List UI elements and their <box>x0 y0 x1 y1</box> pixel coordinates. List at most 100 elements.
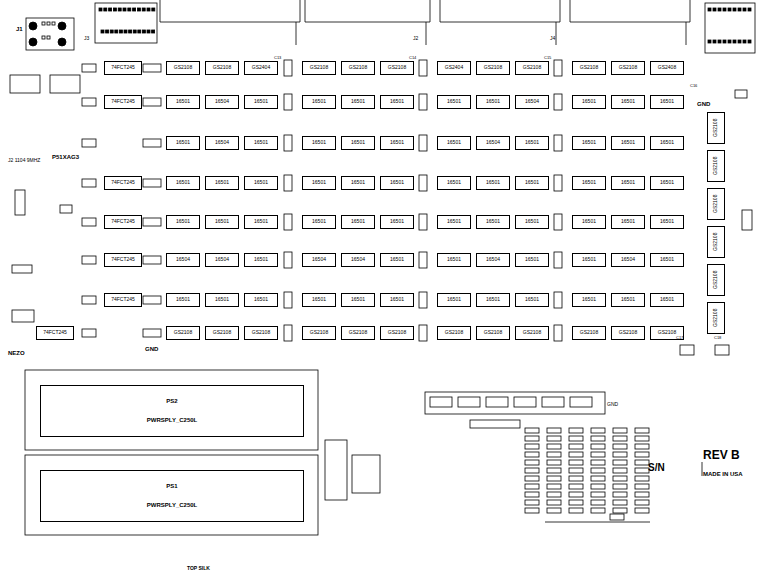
resistor-array-part <box>569 484 583 489</box>
ic-chip: 16501 <box>244 293 278 307</box>
db-connector-part <box>42 22 45 25</box>
part-label: 74FCT245 <box>111 180 135 186</box>
resistor-array-part <box>525 444 539 449</box>
capacitor-outline-part <box>554 325 562 341</box>
part-label: 16501 <box>215 180 229 186</box>
part-label: 16501 <box>621 297 635 303</box>
ic-chip: 16501 <box>166 293 200 307</box>
silk-label: REV B <box>703 449 740 462</box>
silk-label: C16 <box>690 84 697 88</box>
ic-chip: 16501 <box>166 95 200 109</box>
ic-chip: GS2108 <box>611 326 645 340</box>
part-label: GS2108 <box>713 119 719 137</box>
capacitor-outline-part <box>680 345 694 355</box>
silk-label: J2 <box>413 36 418 42</box>
capacitor-outline-part <box>82 98 96 106</box>
header-outline-part <box>296 22 297 45</box>
part-label: 16501 <box>621 140 635 146</box>
ic-chip: GS2408 <box>650 61 684 75</box>
part-label: 16501 <box>525 140 539 146</box>
resistor-array-part <box>525 484 539 489</box>
ic-chip: 16501 <box>650 176 684 190</box>
ic-chip: GS2108 <box>341 326 375 340</box>
silk-label: MADE IN USA <box>703 471 743 478</box>
db-connector-part <box>58 38 66 46</box>
capacitor-outline-part <box>82 139 96 147</box>
part-label: 16501 <box>582 257 596 263</box>
silk-label: C17 <box>676 336 683 340</box>
silk-label: J3 <box>84 36 89 42</box>
header-outline-part <box>748 40 751 43</box>
capacitor-outline-part <box>82 64 96 72</box>
capacitor-outline-part <box>284 175 292 191</box>
ic-chip: GS2108 <box>302 61 336 75</box>
header-outline-part <box>133 30 136 33</box>
capacitor-outline-part <box>284 252 292 268</box>
capacitor-outline-part <box>82 329 96 337</box>
resistor-array-part <box>591 436 605 441</box>
part-label: 16501 <box>660 180 674 186</box>
ic-chip: GS2108 <box>515 61 549 75</box>
silk-label: J1 <box>16 26 23 33</box>
header-outline-part <box>686 22 687 45</box>
ic-chip: GS2108 <box>707 150 725 182</box>
part-label: GS2108 <box>523 65 541 71</box>
ic-chip: GS2108 <box>707 302 725 334</box>
ic-chip: 16501 <box>341 95 375 109</box>
ic-chip: 16501 <box>380 176 414 190</box>
ic-chip: GS2108 <box>476 61 510 75</box>
part-label: 74FCT245 <box>111 99 135 105</box>
ic-chip: GS2108 <box>341 61 375 75</box>
ic-chip: GS2108 <box>302 326 336 340</box>
header-outline-part <box>115 30 118 33</box>
resistor-array-part <box>569 492 583 497</box>
resistor-array-part <box>591 460 605 465</box>
resistor-array-part <box>610 514 624 520</box>
part-label: 16501 <box>351 297 365 303</box>
resistor-array-part <box>635 460 649 465</box>
resistor-array-part <box>613 468 627 473</box>
header-outline-part <box>142 8 145 11</box>
resistor-array-part <box>547 452 561 457</box>
ic-chip: 16501 <box>650 215 684 229</box>
capacitor-outline-part <box>15 190 25 215</box>
header-outline <box>95 0 755 53</box>
capacitor-outline-part <box>419 135 427 151</box>
ic-chip: 16504 <box>205 95 239 109</box>
part-label: 16504 <box>176 257 190 263</box>
ic-chip: 16501 <box>611 215 645 229</box>
ic-chip: 16501 <box>302 95 336 109</box>
resistor-array-part <box>525 492 539 497</box>
part-label: 16501 <box>254 219 268 225</box>
part-label: GS2108 <box>619 330 637 336</box>
header-outline-part <box>305 0 430 22</box>
part-label: 16504 <box>621 257 635 263</box>
ic-chip: 16501 <box>572 293 606 307</box>
resistor-array-part <box>635 500 649 505</box>
resistor-array-part <box>569 468 583 473</box>
ic-chip: 16501 <box>437 95 471 109</box>
part-label: 16504 <box>215 257 229 263</box>
ic-chip: 16501 <box>515 176 549 190</box>
part-label: 16501 <box>390 99 404 105</box>
ic-chip: 16501 <box>341 136 375 150</box>
resistor-array-part <box>635 452 649 457</box>
header-outline-part <box>124 30 127 33</box>
resistor-array-part <box>613 484 627 489</box>
resistor-array-part <box>525 508 539 513</box>
ic-chip: 16501 <box>572 95 606 109</box>
ic-chip: 74FCT245 <box>104 95 142 109</box>
part-label: GS2108 <box>310 330 328 336</box>
header-outline-part <box>733 40 736 43</box>
ic-chip: 16504 <box>166 253 200 267</box>
capacitor-outline-part <box>12 310 34 322</box>
capacitor-outline-part <box>554 252 562 268</box>
capacitor-outline-part <box>419 60 427 76</box>
capacitor-outline-part <box>284 325 292 341</box>
ic-chip: 16501 <box>437 253 471 267</box>
part-label: 16501 <box>621 219 635 225</box>
capacitor-outline-part <box>419 175 427 191</box>
resistor-array-part <box>635 476 649 481</box>
part-label: 16501 <box>176 140 190 146</box>
ic-chip: GS2108 <box>205 61 239 75</box>
